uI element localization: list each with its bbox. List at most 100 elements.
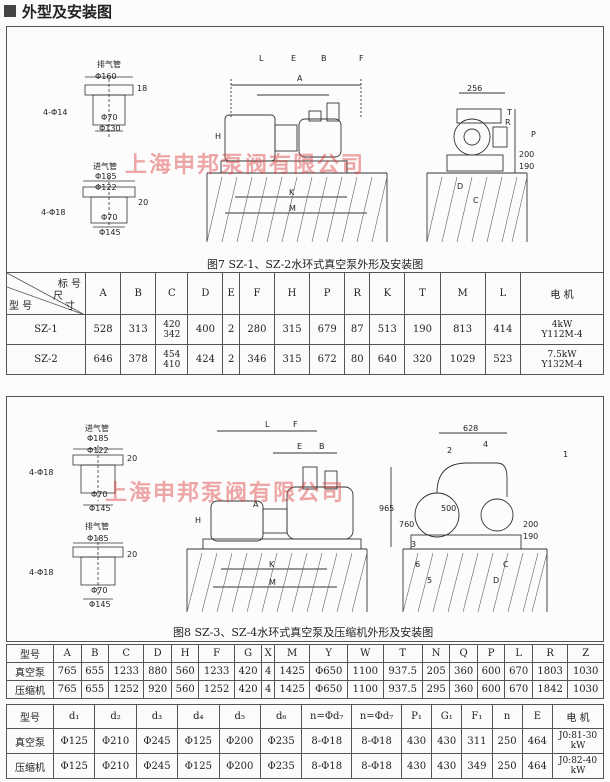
cell-C-1: 420 [163,319,181,330]
dim-B: B [319,442,325,451]
cell: 360 [449,680,478,699]
cell: 8-Φ18 [351,753,402,779]
dim-L: L [259,54,264,63]
col-F: F [238,272,275,315]
dim-M: M [269,578,276,587]
cell: 8-Φ18 [301,753,353,779]
inlet-dim-70: Φ70 [91,490,107,499]
pump-side-view [186,430,368,612]
dim-965: 965 [379,504,394,513]
page-title: 外型及安装图 [22,3,113,21]
cell: 280 [238,314,275,345]
cell: 1029 [439,344,486,375]
col-R: R [344,272,371,315]
header-cell: W [347,644,384,663]
inlet-dim-122: Φ122 [95,183,117,192]
header-cell: P₁ [400,704,433,729]
header-cell: 型号 [6,644,54,663]
cell: 765 [53,680,82,699]
cell: 880 [143,662,172,681]
inlet-dim-185: Φ185 [87,434,109,443]
cell: Φ245 [135,753,179,779]
corner-diagonal [7,273,85,315]
spec-table-1: 标 号 尺 寸 型 号 A B C D E F H P R K T M L 电 … [6,272,604,375]
cell: 349 [461,753,493,779]
header-cell: A [53,644,82,663]
figure7-panel: 排气管 Φ160 Φ70 Φ130 4-Φ14 18 进气管 Φ185 Φ122… [6,26,604,273]
col-motor: 电 机 [520,272,604,315]
exhaust-dim-160: Φ160 [95,72,117,81]
cell: 4 [261,680,275,699]
exhaust-dim-holes: 4-Φ14 [43,108,67,117]
dim-F: F [359,54,364,63]
dim-500: 500 [441,504,456,513]
exhaust-flange-detail [72,537,124,600]
inlet-dim-20: 20 [127,454,137,463]
col-K: K [369,272,406,315]
part-3: 3 [411,540,416,549]
exhaust-flange-detail [84,76,134,137]
cell: 765 [53,662,82,681]
header-cell: X [261,644,275,663]
dim-H: H [215,132,221,141]
cell: 679 [309,314,346,345]
cell: Φ650 [309,662,349,681]
header-cell: P [476,644,506,663]
cell: 1233 [198,662,235,681]
cell: 1252 [107,680,145,699]
cell: Φ210 [94,753,137,779]
cell: 528 [84,314,122,345]
table-row: 真空泵 Φ125 Φ210 Φ245 Φ125 Φ200 Φ235 8-Φ18 … [6,728,604,754]
dim-190: 190 [519,162,534,171]
dim-B: B [321,54,327,63]
dim-K: K [269,560,275,569]
col-E: E [222,272,240,315]
cell: 430 [400,753,433,779]
exhaust-dim-145: Φ145 [89,600,111,609]
header-cell: n=Φd₇ [351,704,402,729]
cell: 920 [143,680,172,699]
cell-model: SZ-2 [6,344,86,375]
cell: 523 [484,344,522,375]
dim-E: E [291,54,296,63]
exhaust-dim-70: Φ70 [91,586,107,595]
figure7-drawing: 排气管 Φ160 Φ70 Φ130 4-Φ14 18 进气管 Φ185 Φ122… [41,54,536,243]
hatch-foundation-left [206,176,388,243]
dim-A: A [253,500,259,509]
cell: 87 [344,314,371,345]
cell-model: 压缩机 [6,753,54,779]
cell: 315 [273,314,311,345]
dim-R: R [505,118,511,127]
inlet-dim-holes: 4-Φ18 [29,468,53,477]
dim-F: F [293,420,298,429]
header-cell: L [504,644,533,663]
header-cell: d₁ [52,704,96,729]
cell: 655 [80,662,109,681]
header-cell: F₁ [461,704,493,729]
exhaust-dim-185: Φ185 [87,534,109,543]
cell: 4 [261,662,275,681]
header-square-icon [4,5,16,17]
col-T: T [404,272,441,315]
part-6: 6 [415,560,420,569]
cell: 250 [491,728,523,754]
cell: 1100 [347,680,384,699]
cell-C-2: 342 [163,329,181,340]
dim-D: D [493,576,499,585]
cell: 346 [238,344,275,375]
exhaust-dim-20: 20 [127,550,137,559]
cell: 513 [369,314,406,345]
exhaust-label: 排气管 [97,59,121,69]
dim-200: 200 [519,150,534,159]
cell: 414 [484,314,522,345]
cell: 600 [476,662,506,681]
cell: 420 [233,680,263,699]
cell: 424 [187,344,224,375]
part-2: 2 [447,446,452,455]
figure8-caption: 图8 SZ-3、SZ-4水环式真空泵及压缩机外形及安装图 [173,626,434,639]
cell: 670 [504,662,533,681]
cell: 464 [521,753,554,779]
dim-C: C [473,196,479,205]
